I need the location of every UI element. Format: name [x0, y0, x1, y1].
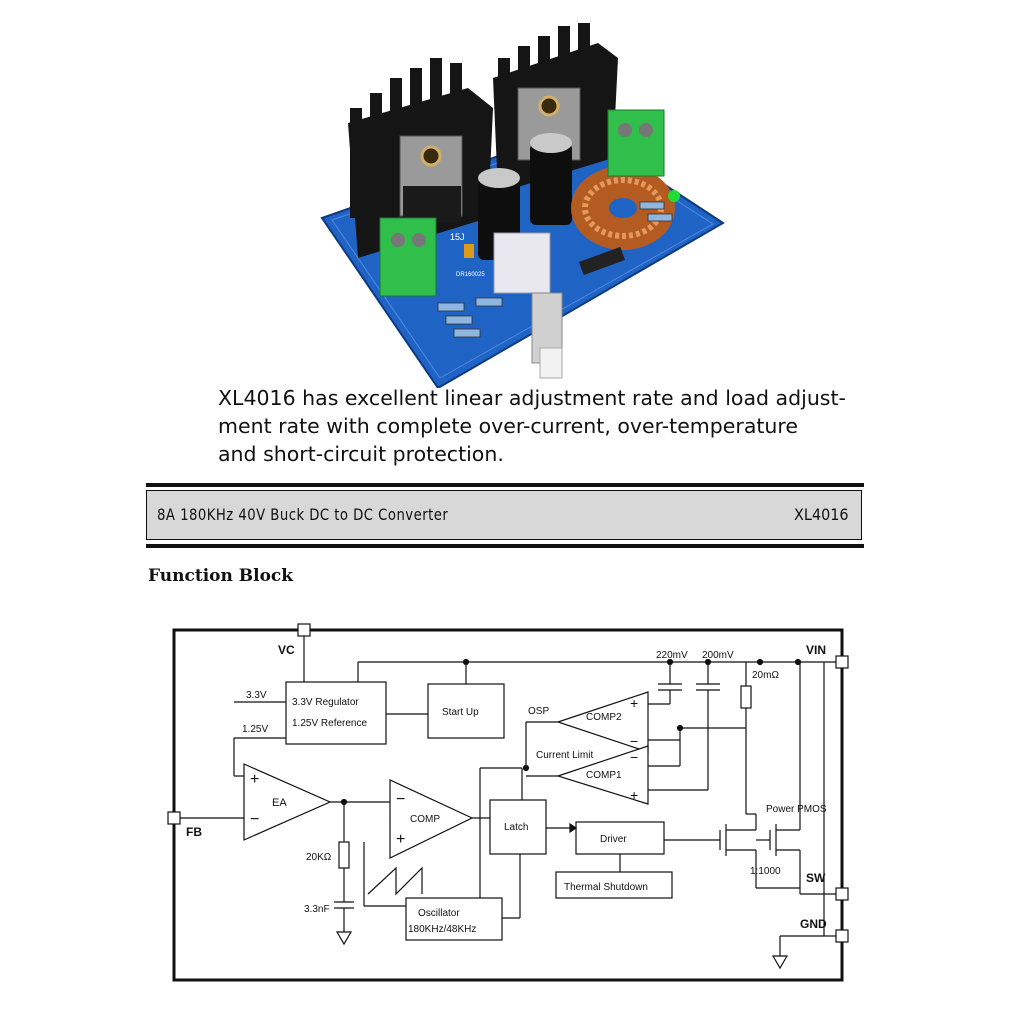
- pin-vc: [297, 623, 311, 637]
- oscillator-line-1: Oscillator: [418, 908, 460, 919]
- comp2-label: COMP2: [586, 712, 622, 723]
- comp2-plus: +: [630, 695, 638, 711]
- comp1-comparator: [556, 745, 649, 805]
- label-vc: VC: [278, 643, 295, 657]
- latch-block: [489, 799, 547, 855]
- section-title: Function Block: [148, 566, 294, 586]
- thermal-shutdown-label: Thermal Shutdown: [564, 882, 648, 893]
- comp2-comparator: [556, 691, 649, 753]
- comp-plus: +: [396, 831, 405, 848]
- startup-block: [427, 683, 505, 739]
- pin-sw: [835, 887, 849, 901]
- ground-symbol-right: [771, 955, 789, 970]
- ea-label: EA: [272, 797, 287, 809]
- ref-200mv-label: 200mV: [702, 650, 734, 661]
- input-terminal: [379, 217, 437, 297]
- capacitor-right: [530, 133, 572, 225]
- thermal-shutdown-block: [555, 871, 673, 899]
- product-description: XL4016 has excellent linear adjustment r…: [218, 384, 858, 468]
- current-limit-label: Current Limit: [536, 750, 593, 761]
- banner-part-number: XL4016: [794, 505, 849, 524]
- description-line-3: and short-circuit protection.: [218, 442, 504, 466]
- function-block-diagram: VC FB VIN SW GND 3.3V Regulator 1.25V Re…: [167, 623, 849, 982]
- ea-amplifier: [243, 763, 332, 841]
- pin-vin: [835, 655, 849, 669]
- comp1-plus: +: [630, 787, 638, 803]
- potentiometer: [493, 232, 563, 379]
- regulator-block: [285, 681, 387, 745]
- label-vin: VIN: [806, 643, 826, 657]
- comp-label: COMP: [410, 814, 440, 825]
- label-fb: FB: [186, 825, 202, 839]
- sawtooth-waveform: [367, 866, 423, 896]
- power-pmos-label: Power PMOS: [766, 804, 827, 815]
- resistor-20k-label: 20KΩ: [306, 852, 332, 863]
- label-sw: SW: [806, 871, 826, 885]
- label-gnd: GND: [800, 917, 827, 931]
- ea-plus: +: [250, 771, 259, 788]
- resistor-20k: [338, 841, 350, 869]
- capacitor-label: 3.3nF: [304, 904, 330, 915]
- comp1-label: COMP1: [586, 770, 622, 781]
- osp-label: OSP: [528, 706, 549, 717]
- ground-symbol-left: [335, 931, 353, 946]
- regulator-line-2: 1.25V Reference: [292, 718, 367, 729]
- pin-gnd: [835, 929, 849, 943]
- description-line-1: XL4016 has excellent linear adjustment r…: [218, 386, 846, 410]
- regulator-out-3v3: 3.3V: [246, 690, 267, 701]
- banner-rule-bottom: [146, 544, 864, 548]
- diode: [578, 246, 626, 276]
- pin-fb: [167, 811, 181, 825]
- ratio-label: 1:1000: [750, 866, 781, 877]
- ea-minus: −: [250, 811, 259, 828]
- sense-resistor-label: 20mΩ: [752, 670, 779, 681]
- banner-rule-top: [146, 483, 864, 487]
- description-line-2: ment rate with complete over-current, ov…: [218, 414, 799, 438]
- regulator-line-1: 3.3V Regulator: [292, 697, 359, 708]
- product-photo: 15J DR160025: [320, 23, 725, 388]
- datasheet-banner: 8A 180KHz 40V Buck DC to DC Converter XL…: [146, 490, 862, 540]
- comp-comparator: [389, 779, 474, 859]
- oscillator-block: [405, 897, 503, 941]
- ref-220mv-label: 220mV: [656, 650, 688, 661]
- comp1-minus: −: [630, 749, 638, 765]
- banner-title: 8A 180KHz 40V Buck DC to DC Converter: [157, 505, 449, 524]
- board-cap-label: 15J: [450, 232, 465, 242]
- startup-label: Start Up: [442, 707, 479, 718]
- comp2-minus: −: [630, 733, 638, 749]
- sense-resistor: [740, 685, 752, 709]
- output-terminal: [607, 109, 665, 177]
- led: [668, 190, 680, 202]
- driver-label: Driver: [600, 834, 627, 845]
- latch-label: Latch: [504, 822, 528, 833]
- oscillator-line-2: 180KHz/48KHz: [408, 924, 476, 935]
- comp-minus: −: [396, 791, 405, 808]
- chip-outline: [172, 628, 844, 982]
- board-code: DR160025: [456, 272, 485, 278]
- resistors: [437, 201, 673, 338]
- regulator-out-1v25: 1.25V: [242, 724, 268, 735]
